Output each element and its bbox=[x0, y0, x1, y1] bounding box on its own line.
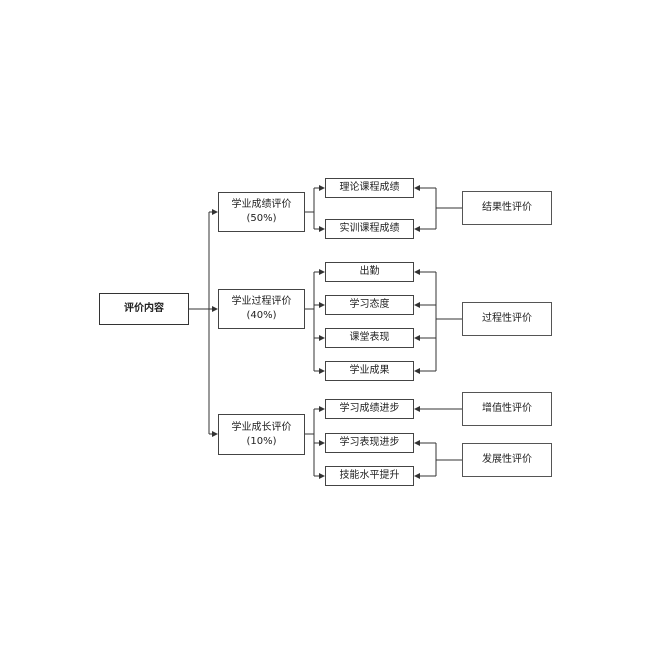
item-label: 实训课程成绩 bbox=[339, 223, 400, 234]
category-label: 学业成绩评价 bbox=[231, 199, 292, 210]
item-label: 学业成果 bbox=[349, 365, 390, 376]
item-label: 学习表现进步 bbox=[339, 437, 400, 448]
evaluation-node-development: 发展性评价 bbox=[462, 443, 552, 477]
item-node: 实训课程成绩 bbox=[325, 219, 414, 239]
evaluation-label: 结果性评价 bbox=[482, 202, 532, 213]
item-node: 学习表现进步 bbox=[325, 433, 414, 453]
item-label: 学习态度 bbox=[349, 299, 390, 310]
root-node: 评价内容 bbox=[99, 293, 189, 325]
evaluation-node-outcome: 结果性评价 bbox=[462, 191, 552, 225]
category-node-growth: 学业成长评价 (10%) bbox=[218, 414, 305, 455]
evaluation-label: 发展性评价 bbox=[482, 454, 532, 465]
item-node: 学习态度 bbox=[325, 295, 414, 315]
category-label: 学业成长评价 bbox=[231, 421, 292, 433]
category-node-process: 学业过程评价 (40%) bbox=[218, 289, 305, 329]
category-weight: (50%) bbox=[246, 213, 277, 224]
root-label: 评价内容 bbox=[124, 303, 164, 314]
category-label: 学业过程评价 bbox=[231, 296, 292, 307]
evaluation-label: 增值性评价 bbox=[482, 403, 532, 414]
category-weight: (10%) bbox=[246, 435, 277, 447]
item-label: 学习成绩进步 bbox=[339, 403, 400, 414]
item-node: 技能水平提升 bbox=[325, 466, 414, 486]
evaluation-node-process: 过程性评价 bbox=[462, 302, 552, 336]
item-node: 课堂表现 bbox=[325, 328, 414, 348]
item-label: 理论课程成绩 bbox=[339, 182, 400, 193]
evaluation-node-value-added: 增值性评价 bbox=[462, 392, 552, 426]
item-label: 出勤 bbox=[359, 266, 380, 277]
category-weight: (40%) bbox=[246, 310, 277, 321]
item-label: 技能水平提升 bbox=[339, 470, 400, 481]
item-node: 学习成绩进步 bbox=[325, 399, 414, 419]
item-label: 课堂表现 bbox=[349, 332, 390, 343]
evaluation-label: 过程性评价 bbox=[482, 313, 532, 324]
category-node-grades: 学业成绩评价 (50%) bbox=[218, 192, 305, 232]
item-node: 学业成果 bbox=[325, 361, 414, 381]
item-node: 出勤 bbox=[325, 262, 414, 282]
item-node: 理论课程成绩 bbox=[325, 178, 414, 198]
